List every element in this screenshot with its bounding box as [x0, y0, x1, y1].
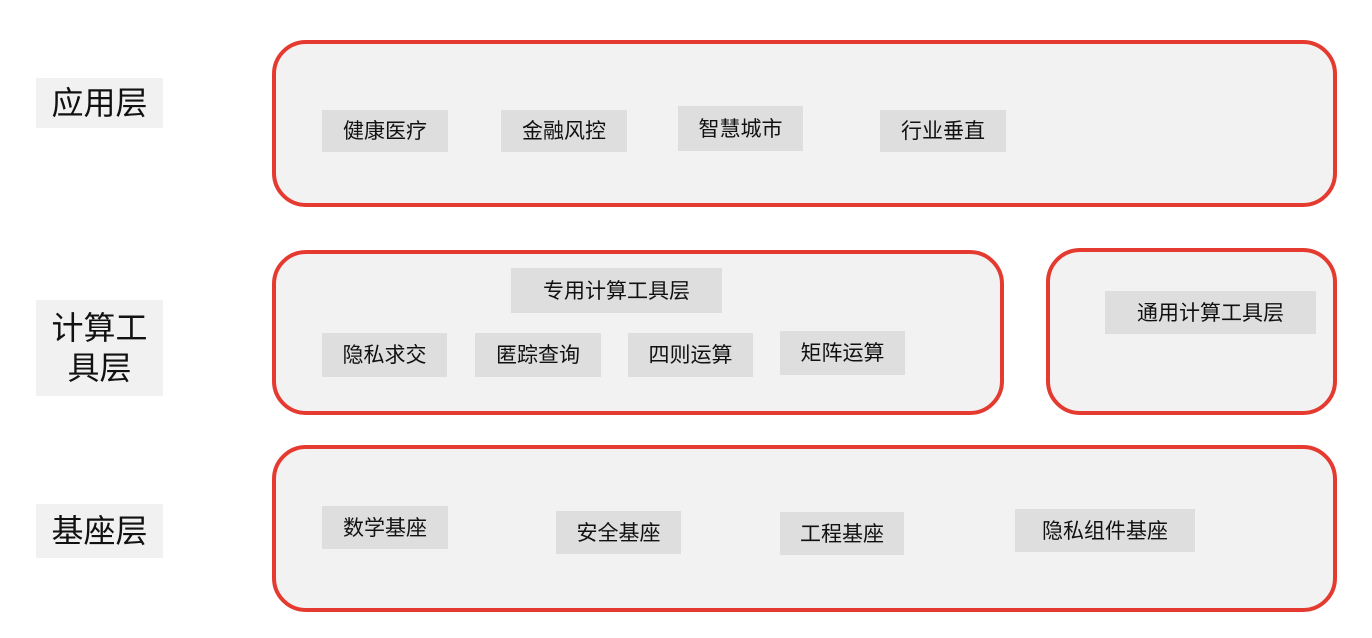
compute-item-private-query: 匿踪查询 [475, 333, 601, 377]
app-item-smart-city: 智慧城市 [678, 106, 803, 151]
compute-layer-label: 计算工 具层 [36, 300, 163, 396]
base-layer-label: 基座层 [36, 504, 163, 558]
app-item-healthcare: 健康医疗 [322, 110, 448, 152]
special-compute-title: 专用计算工具层 [511, 268, 722, 313]
compute-item-arithmetic: 四则运算 [628, 333, 753, 377]
application-layer-label: 应用层 [36, 78, 163, 128]
compute-layer-label-line2: 具层 [67, 349, 132, 387]
app-item-financial-risk: 金融风控 [501, 110, 627, 152]
base-item-privacy-components: 隐私组件基座 [1015, 509, 1195, 552]
app-item-industry-vertical: 行业垂直 [880, 110, 1006, 152]
base-item-math: 数学基座 [322, 506, 448, 549]
compute-item-matrix: 矩阵运算 [780, 331, 905, 375]
base-item-engineering: 工程基座 [780, 512, 904, 555]
compute-item-psi: 隐私求交 [322, 333, 447, 377]
base-item-security: 安全基座 [556, 511, 681, 554]
compute-layer-label-line1: 计算工 [51, 309, 148, 347]
general-compute-title: 通用计算工具层 [1105, 291, 1316, 334]
application-layer-frame [272, 40, 1337, 207]
